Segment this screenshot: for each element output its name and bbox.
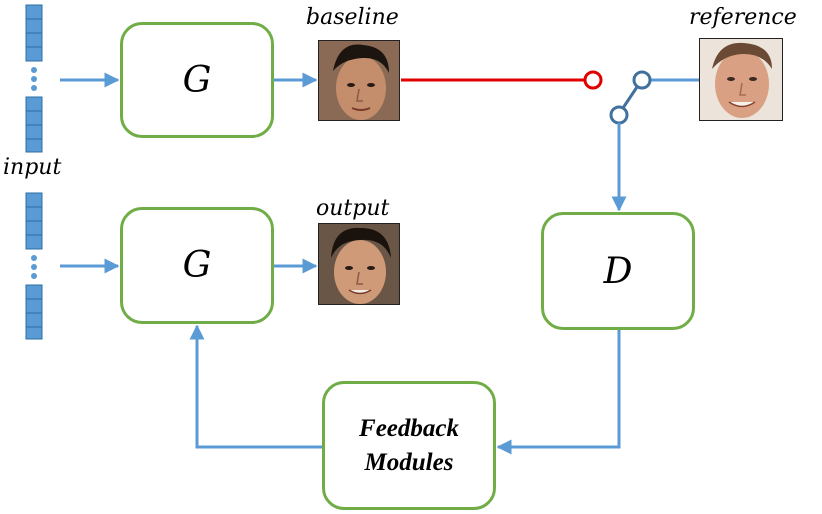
input-vector-bottom bbox=[25, 192, 43, 340]
input-vector-top bbox=[25, 4, 43, 153]
generator-box-top: G bbox=[120, 22, 274, 138]
reference-face-image bbox=[699, 38, 783, 121]
arrow-feedback-to-g-bottom bbox=[189, 324, 322, 449]
face-photo-icon bbox=[700, 39, 782, 120]
feedback-label-line1: Feedback bbox=[359, 414, 459, 442]
generator-box-bottom: G bbox=[120, 207, 274, 324]
discriminator-label: D bbox=[603, 250, 633, 292]
feedback-modules-box: Feedback Modules bbox=[322, 381, 496, 510]
baseline-switch-terminal bbox=[583, 70, 603, 90]
baseline-face-image bbox=[318, 40, 400, 121]
discriminator-box: D bbox=[541, 212, 695, 330]
output-face-image bbox=[318, 223, 400, 305]
feedback-label-line2: Modules bbox=[364, 448, 454, 476]
face-photo-icon bbox=[319, 224, 399, 304]
switch-node-bottom bbox=[609, 105, 629, 125]
baseline-label: baseline bbox=[306, 5, 399, 30]
generator-top-label: G bbox=[182, 59, 212, 101]
input-label: input bbox=[3, 155, 62, 180]
arrow-d-to-feedback bbox=[496, 330, 621, 455]
reference-label: reference bbox=[689, 5, 797, 30]
switch-node-top bbox=[632, 70, 652, 90]
face-photo-icon bbox=[319, 41, 399, 120]
switch-lever bbox=[621, 86, 639, 109]
output-label: output bbox=[316, 196, 390, 221]
generator-bottom-label: G bbox=[182, 245, 212, 286]
